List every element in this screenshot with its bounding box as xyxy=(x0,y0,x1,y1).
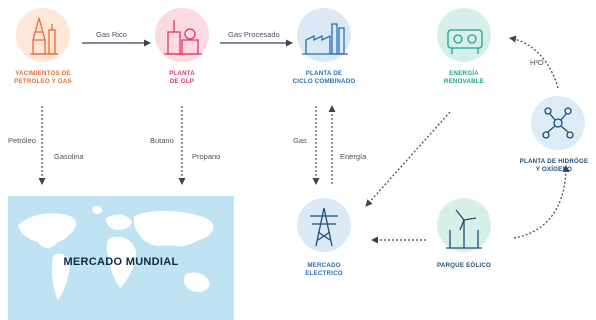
hydrogen-plant-label-line2: Y OXÍGENO xyxy=(535,166,573,173)
world-market-panel: MERCADO MUNDIAL xyxy=(8,196,234,320)
power-plant-icon xyxy=(302,23,348,55)
renewable-energy-label: ENERGÍA RENOVABLE xyxy=(422,70,506,86)
arrow-eolico-to-hidrogeno xyxy=(513,165,570,239)
lpg-plant-label-line2: DE GLP xyxy=(169,78,195,85)
combined-cycle-label-line1: PLANTA DE xyxy=(305,70,343,77)
gas-plant-icon xyxy=(164,20,202,55)
electrolyzer-icon xyxy=(447,29,483,54)
edge-label-propano: Propano xyxy=(192,152,221,161)
world-map-icon xyxy=(18,205,214,300)
electric-market-label: MERCADO ELECTRICO xyxy=(282,262,366,278)
edge-label-petroleo: Petróleo xyxy=(8,136,36,145)
edge-label-butano: Butano xyxy=(150,136,174,145)
wind-farm-label-line1: PARQUE EÓLICO xyxy=(436,262,492,269)
electric-market-label-line2: ELECTRICO xyxy=(305,270,343,277)
edge-label-gas: Gas xyxy=(293,136,307,145)
hydrogen-plant-label-line1: PLANTA DE HIDRÓGE xyxy=(519,158,589,165)
wind-farm-label: PARQUE EÓLICO xyxy=(422,262,506,270)
world-market-label: MERCADO MUNDIAL xyxy=(63,256,179,268)
lpg-plant-label: PLANTA DE GLP xyxy=(140,70,224,86)
electric-market-label-line1: MERCADO xyxy=(307,262,341,269)
oil-gas-fields-label-line1: YACIMIENTOS DE xyxy=(15,70,71,77)
electric-market-node xyxy=(297,198,351,252)
molecule-icon xyxy=(542,107,574,139)
combined-cycle-label-line2: CICLO COMBINADO xyxy=(292,78,356,85)
edge-label-gas-procesado: Gas Procesado xyxy=(228,30,280,39)
oil-gas-fields-label: YACIMIENTOS DE PETROLEO Y GAS xyxy=(0,70,86,86)
oil-rig-icon xyxy=(30,17,58,55)
renewable-energy-label-line2: RENOVABLE xyxy=(443,78,485,85)
combined-cycle-label: PLANTA DE CICLO COMBINADO xyxy=(282,70,366,86)
renewable-energy-label-line1: ENERGÍA xyxy=(449,70,479,77)
edge-label-gasolina: Gasolina xyxy=(54,152,84,161)
arrow-renovable-to-mercado xyxy=(365,111,451,207)
edge-label-gas-rico: Gas Rico xyxy=(96,30,127,39)
transmission-tower-icon xyxy=(310,207,338,247)
lpg-plant-label-line1: PLANTA xyxy=(169,70,195,77)
hydrogen-plant-label: PLANTA DE HIDRÓGE Y OXÍGENO xyxy=(512,158,596,174)
hydrogen-plant-node xyxy=(531,96,585,150)
edge-label-energia: Energía xyxy=(340,152,367,161)
oil-gas-fields-label-line2: PETROLEO Y GAS xyxy=(14,78,72,85)
edge-label-h2o: H²O xyxy=(530,58,544,67)
wind-turbine-icon xyxy=(446,209,482,249)
